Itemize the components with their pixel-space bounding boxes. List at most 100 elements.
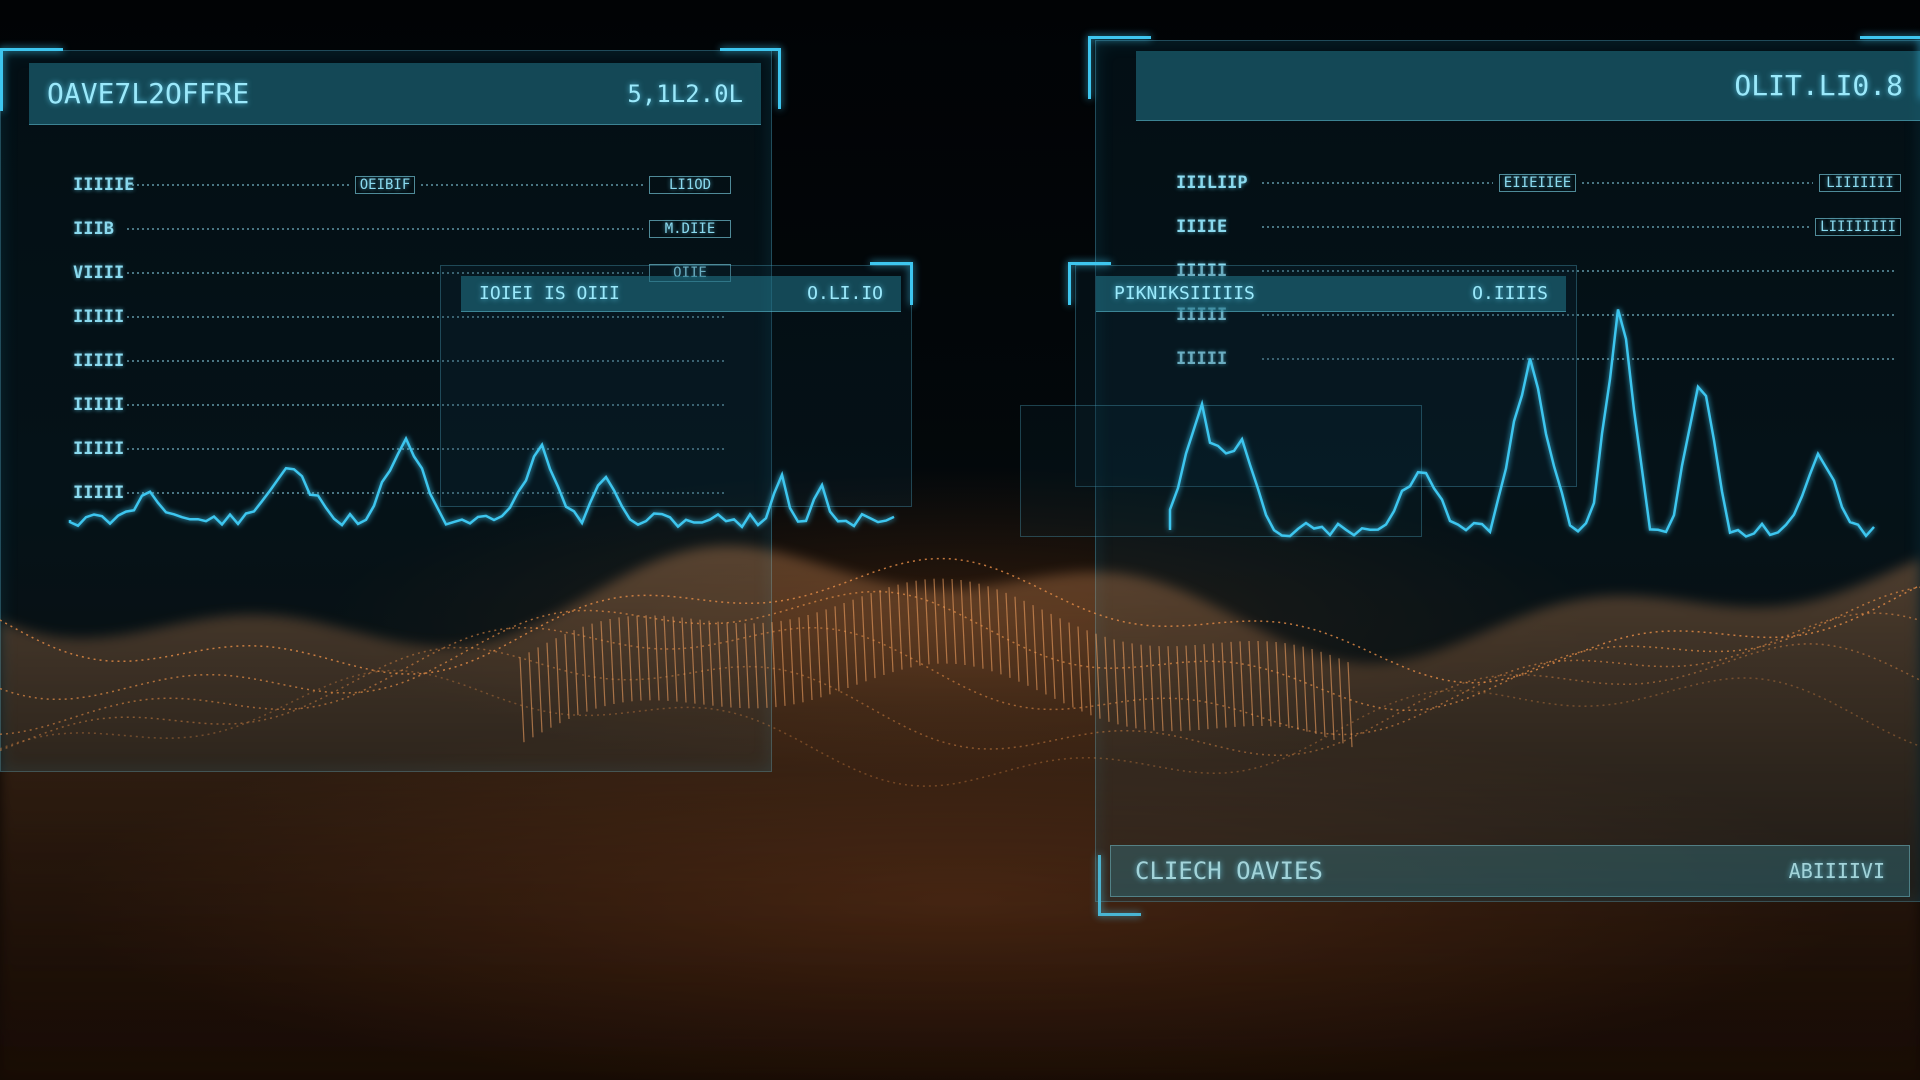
wave-particle-band [0, 612, 1920, 736]
wave-ribbon-strand [528, 652, 534, 738]
table-row: IIIIE LIIIIIIII [1176, 205, 1901, 249]
row-label: IIIII [73, 483, 125, 503]
left-panel-corner-bracket [720, 48, 781, 109]
wave-ribbon-strand [951, 578, 957, 665]
wave-ribbon-strand [1095, 633, 1101, 719]
row-value: M.DIIE [649, 220, 731, 238]
wave-ribbon-strand [798, 617, 804, 703]
wave-ribbon-strand [1050, 613, 1056, 699]
table-row: IIIIIE OEIBIF LI1OD [73, 163, 732, 207]
wave-ribbon-strand [618, 617, 624, 703]
wave-ribbon-strand [1104, 636, 1110, 722]
wave-ribbon-strand [933, 578, 939, 664]
row-leader [127, 360, 725, 362]
wave-ribbon-strand [627, 616, 633, 702]
row-value: LIIIIIII [1819, 174, 1901, 192]
row-value: LI1OD [649, 176, 732, 194]
left-panel-corner-bracket [0, 48, 63, 111]
right-sub-panel: PIKNIKSIIIIIS O.IIIIS [1075, 265, 1577, 487]
wave-ribbon-strand [942, 578, 948, 664]
wave-ribbon-strand [1167, 646, 1173, 732]
wave-particle-band [0, 669, 1920, 787]
wave-ribbon-strand [1023, 600, 1029, 686]
wave-ribbon-strand [924, 579, 930, 665]
wave-ribbon-strand [690, 618, 696, 704]
wave-ribbon-strand [762, 622, 768, 708]
left-sub-panel-title: IOIEI IS OIII [479, 283, 620, 304]
wave-ribbon-strand [969, 581, 975, 667]
wave-ribbon-strand [681, 617, 687, 703]
left-panel-header-value: 5,1L2.0L [627, 79, 743, 108]
wave-ribbon-strand [699, 619, 705, 705]
wave-ribbon-strand [1248, 640, 1254, 727]
wave-ribbon-strand [1158, 646, 1164, 732]
table-row: IIIII [73, 427, 731, 471]
row-leader [1262, 314, 1895, 316]
wave-ribbon-strand [1005, 592, 1011, 678]
wave-ribbon-strand [717, 621, 723, 707]
row-label: IIIB [73, 219, 114, 239]
wave-ribbon-strand [1203, 644, 1209, 730]
right-small-panel [1020, 405, 1422, 537]
left-sub-panel: IOIEI IS OIII O.LI.IO [440, 265, 912, 507]
table-row: IIIB M.DIIE [73, 207, 731, 251]
row-leader [127, 272, 643, 274]
wave-ribbon-strand [1113, 639, 1119, 725]
wave-particle-band [0, 586, 1920, 712]
wave-ribbon-strand [960, 579, 966, 666]
wave-ribbon-strand [708, 620, 714, 706]
wave-ribbon-strand [780, 620, 786, 706]
wave-ribbon-strand [1032, 605, 1038, 691]
wave-ribbon-strand [1239, 641, 1245, 727]
wave-ribbon-strand [1347, 662, 1353, 748]
wave-ribbon-strand [825, 609, 831, 695]
wave-ribbon-strand [996, 589, 1002, 675]
wave-ribbon-strand [1149, 645, 1155, 731]
right-panel-corner-bracket [1860, 36, 1920, 99]
wave-ribbon-strand [744, 623, 750, 709]
wave-ribbon-strand [1014, 596, 1020, 682]
row-label: IIILIIP [1176, 173, 1248, 193]
wave-ribbon-strand [1086, 630, 1092, 716]
wave-ribbon-strand [1338, 658, 1344, 744]
wave-ribbon-strand [537, 647, 543, 733]
wave-glow-surface [0, 545, 1920, 1080]
left-waveform-trace [68, 435, 895, 529]
wave-ribbon-strand [915, 580, 921, 666]
row-leader [1262, 182, 1493, 184]
table-row: IIIII [1176, 337, 1901, 381]
wave-ribbon-strand [1293, 644, 1299, 730]
left-panel-title: OAVE7L2OFFRE [47, 77, 250, 110]
row-label: IIIII [73, 395, 125, 415]
wave-ribbon-strand [897, 584, 903, 670]
orange-particle-wave [0, 545, 1920, 1080]
wave-ribbon-strand [888, 587, 894, 673]
left-panel-header: OAVE7L2OFFRE 5,1L2.0L [29, 63, 761, 125]
row-label: IIIII [73, 307, 125, 327]
row-mid-value: EIIEIIEE [1498, 174, 1577, 192]
wave-ribbon-strand [645, 615, 651, 701]
wave-ribbon-strand [1176, 646, 1182, 732]
wave-ribbon-strand [843, 602, 849, 689]
wave-ribbon-strand [789, 619, 795, 705]
row-label: IIIII [73, 351, 125, 371]
row-label: VIIII [73, 263, 125, 283]
wave-ribbon-strand [1284, 643, 1290, 729]
wave-ribbon-strand [636, 615, 642, 701]
wave-ribbon-strand [987, 586, 993, 672]
wave-ribbon-strand [753, 623, 759, 709]
table-row: IIIII [73, 383, 731, 427]
wave-ribbon-strand [555, 638, 561, 724]
wave-particle-band [0, 643, 1920, 757]
right-sub-panel-corner-bracket [1068, 262, 1111, 305]
row-leader [127, 492, 725, 494]
row-leader [127, 448, 725, 450]
wave-ribbon-strand [1320, 651, 1326, 737]
wave-ribbon-strand [906, 582, 912, 668]
wave-ribbon-strand [1230, 641, 1236, 727]
cyan-waveform-traces [68, 309, 1875, 538]
wave-ribbon-strand [1329, 654, 1335, 740]
wave-ribbon-strand [1041, 609, 1047, 695]
wave-ribbon-strand [861, 596, 867, 682]
